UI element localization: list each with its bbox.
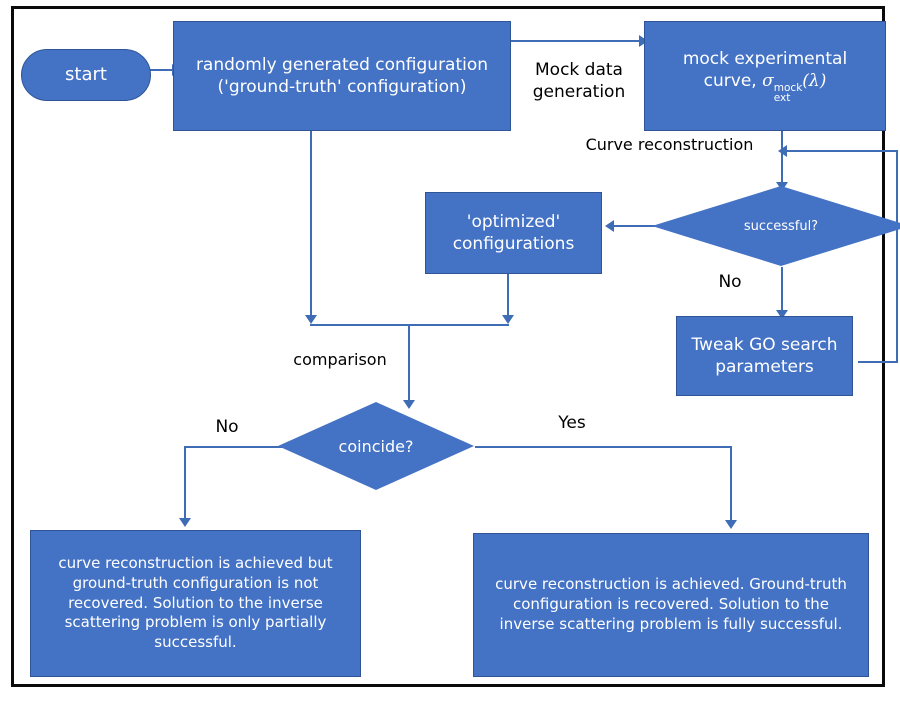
node-mock-curve-prefix: curve, (703, 71, 763, 92)
arrowhead-coincide-to-partial (179, 518, 191, 527)
node-ground-truth-line2: ('ground-truth' configuration) (217, 77, 467, 97)
node-result-partial-label: curve reconstruction is achieved but gro… (58, 554, 333, 652)
node-optimized-line2: configurations (452, 234, 575, 254)
node-optimized-configurations[interactable]: 'optimized' configurations (425, 192, 602, 274)
connector-start-to-groundtruth (150, 69, 181, 71)
connector-feedback-up (896, 150, 898, 362)
node-tweak-line1: Tweak GO search (691, 334, 838, 355)
edge-label-no-coincide: No (215, 417, 239, 437)
node-start[interactable]: start (21, 49, 151, 101)
connector-coincide-no (184, 446, 288, 448)
node-result-fully-successful[interactable]: curve reconstruction is achieved. Ground… (473, 533, 869, 677)
node-coincide-decision[interactable]: coincide? (278, 402, 474, 490)
node-result-full-label: curve reconstruction is achieved. Ground… (495, 575, 847, 633)
node-coincide-label: coincide? (338, 436, 414, 456)
edge-label-mock-data-generation: Mock data generation (532, 60, 626, 103)
connector-coincide-yes-down (730, 446, 732, 526)
node-mock-curve-line1: mock experimental (682, 48, 848, 69)
connector-optimized-down (507, 273, 509, 321)
arrowhead-groundtruth-to-mockcurve (639, 35, 648, 47)
edge-label-yes-coincide: Yes (558, 413, 586, 433)
connector-groundtruth-to-mockcurve (510, 40, 642, 42)
node-ground-truth-line1: randomly generated configuration (195, 54, 489, 75)
arrowhead-comparison-to-coincide (403, 400, 415, 409)
arrowhead-groundtruth-down (305, 315, 317, 324)
node-tweak-line2: parameters (715, 357, 814, 377)
diagram-frame: start randomly generated configuration (… (11, 6, 900, 687)
arrowhead-successful-to-optimized (605, 220, 614, 232)
node-successful-decision[interactable]: successful? (652, 186, 900, 266)
arrowhead-optimized-down (502, 315, 514, 324)
arrowhead-successful-to-tweak (776, 310, 788, 319)
node-result-partially-successful[interactable]: curve reconstruction is achieved but gro… (30, 530, 361, 677)
node-mock-curve-argument: (λ) (802, 71, 827, 92)
node-mock-curve-superscript: mock (773, 81, 803, 94)
node-start-label: start (65, 64, 107, 86)
edge-label-comparison: comparison (293, 350, 387, 369)
connector-feedback-into-junction (786, 150, 898, 152)
node-tweak-go-search-parameters[interactable]: Tweak GO search parameters (676, 316, 853, 396)
node-mock-curve-sigma: σ (762, 71, 774, 92)
node-optimized-line1: 'optimized' (466, 211, 561, 232)
node-mock-curve-subscript: ext (773, 92, 791, 105)
edge-label-curve-reconstruction: Curve reconstruction (585, 135, 754, 154)
connector-tweak-right (858, 361, 898, 363)
connector-groundtruth-down (310, 130, 312, 321)
connector-mockcurve-down (781, 130, 783, 188)
connector-comparison-stem (408, 324, 410, 406)
arrowhead-coincide-to-full (725, 520, 737, 529)
connector-successful-no-down (781, 267, 783, 316)
node-successful-label: successful? (743, 218, 819, 234)
node-ground-truth-configuration[interactable]: randomly generated configuration ('groun… (173, 21, 511, 131)
connector-coincide-yes (475, 446, 732, 448)
connector-coincide-no-down (184, 446, 186, 524)
arrowhead-feedback-to-junction (778, 145, 787, 157)
edge-label-no-successful: No (718, 272, 742, 292)
